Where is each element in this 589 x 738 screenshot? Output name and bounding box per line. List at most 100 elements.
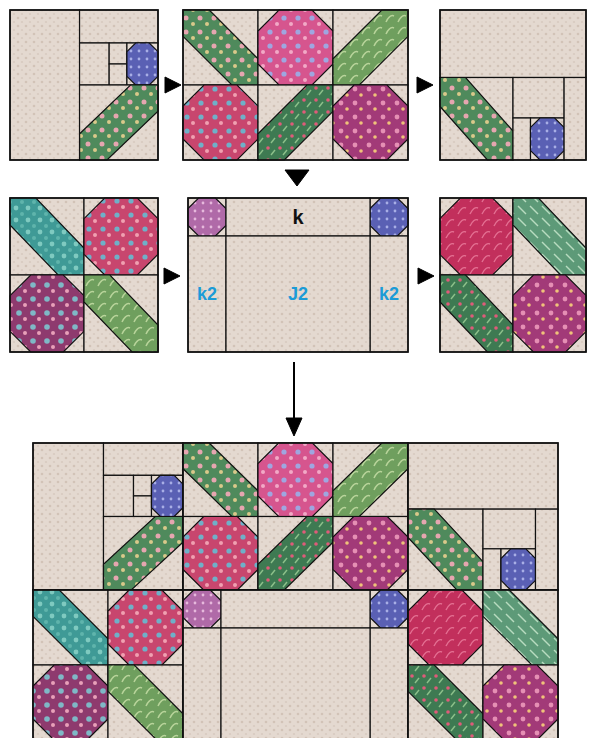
fabric-shape xyxy=(183,517,258,591)
fabric-shape xyxy=(84,198,158,275)
block-outline xyxy=(188,198,408,352)
fabric-patch xyxy=(134,496,152,517)
strip-label: k xyxy=(226,198,370,236)
fabric-patch xyxy=(333,10,408,85)
fabric-patch xyxy=(109,64,127,85)
arrow-head xyxy=(285,170,309,186)
fabric-shape xyxy=(258,10,333,85)
side-strip-label: k2 xyxy=(370,236,408,352)
block-outline xyxy=(10,198,158,352)
fabric-shape xyxy=(333,443,408,517)
fabric-patch xyxy=(370,590,408,628)
block-outline xyxy=(408,590,558,738)
fabric-patch xyxy=(483,509,536,549)
fabric-patch xyxy=(440,10,586,78)
fabric-shape xyxy=(333,517,408,591)
fabric-patch xyxy=(536,509,559,590)
fabric-shape xyxy=(333,85,408,160)
fabric-patch xyxy=(127,43,158,85)
fabric-patch xyxy=(33,590,108,665)
fabric-shape xyxy=(108,590,183,665)
arrow-head xyxy=(418,268,434,284)
fabric-shape xyxy=(84,275,158,352)
fabric-shape xyxy=(188,198,226,236)
fabric-patch xyxy=(258,85,333,160)
fabric-shape xyxy=(440,275,513,352)
fabric-shape xyxy=(483,665,558,738)
fabric-shape xyxy=(10,198,84,275)
block-outline xyxy=(33,443,183,590)
fabric-patch xyxy=(108,665,183,738)
fabric-patch xyxy=(10,198,84,275)
fabric-patch xyxy=(226,198,370,236)
fabric-patch xyxy=(370,628,408,738)
fabric-shape xyxy=(258,443,333,517)
fabric-shape xyxy=(33,665,108,738)
fabric-patch xyxy=(483,549,501,590)
fabric-patch xyxy=(440,78,513,161)
fabric-patch xyxy=(188,236,226,352)
block-outline xyxy=(440,10,586,160)
fabric-patch xyxy=(84,198,158,275)
fabric-patch xyxy=(501,549,536,590)
piece-code: k2 xyxy=(197,284,217,305)
fabric-shape xyxy=(440,198,513,275)
fabric-shape xyxy=(501,549,536,590)
centre-piece-label: J2 xyxy=(226,236,370,352)
fabric-patch xyxy=(408,590,483,665)
fabric-shape xyxy=(104,517,184,591)
fabric-shape xyxy=(408,590,483,665)
fabric-patch xyxy=(333,85,408,160)
fabric-patch xyxy=(221,590,370,628)
fabric-patch xyxy=(483,665,558,738)
arrow-head xyxy=(286,418,302,436)
arrow-head xyxy=(165,77,181,93)
arrow-head xyxy=(417,77,433,93)
fabric-patch xyxy=(370,198,408,236)
fabric-patch xyxy=(370,236,408,352)
block-outline xyxy=(183,443,408,590)
fabric-patch xyxy=(408,665,483,738)
fabric-shape xyxy=(483,590,558,665)
fabric-shape xyxy=(127,43,158,85)
fabric-shape xyxy=(108,665,183,738)
fabric-patch xyxy=(188,198,226,236)
fabric-patch xyxy=(513,198,586,275)
fabric-patch xyxy=(440,198,513,275)
block-outline xyxy=(10,10,158,160)
fabric-shape xyxy=(183,10,258,85)
fabric-shape xyxy=(333,10,408,85)
fabric-shape xyxy=(183,85,258,160)
fabric-patch xyxy=(80,10,158,43)
fabric-patch xyxy=(513,118,531,160)
fabric-shape xyxy=(370,590,408,628)
fabric-patch xyxy=(531,118,565,160)
fabric-patch xyxy=(104,475,134,516)
fabric-patch xyxy=(333,443,408,517)
fabric-patch xyxy=(333,517,408,591)
fabric-shape xyxy=(370,198,408,236)
fabric-shape xyxy=(183,590,221,628)
fabric-patch xyxy=(258,443,333,517)
fabric-patch xyxy=(183,628,221,738)
fabric-patch xyxy=(513,78,564,119)
fabric-shape xyxy=(408,509,483,590)
arrow-head xyxy=(164,268,180,284)
fabric-shape xyxy=(183,443,258,517)
fabric-patch xyxy=(183,10,258,85)
fabric-patch xyxy=(221,628,370,738)
piece-code: k2 xyxy=(379,284,399,305)
arrow-line xyxy=(293,362,295,422)
fabric-patch xyxy=(440,275,513,352)
fabric-shape xyxy=(513,198,586,275)
fabric-patch xyxy=(258,10,333,85)
fabric-shape xyxy=(513,275,586,352)
fabric-patch xyxy=(10,275,84,352)
block-outline xyxy=(183,10,408,160)
piece-code: J2 xyxy=(288,284,308,305)
fabric-patch xyxy=(258,517,333,591)
fabric-shape xyxy=(258,517,333,591)
fabric-patch xyxy=(152,475,184,516)
side-strip-label: k2 xyxy=(188,236,226,352)
fabric-shape xyxy=(10,275,84,352)
